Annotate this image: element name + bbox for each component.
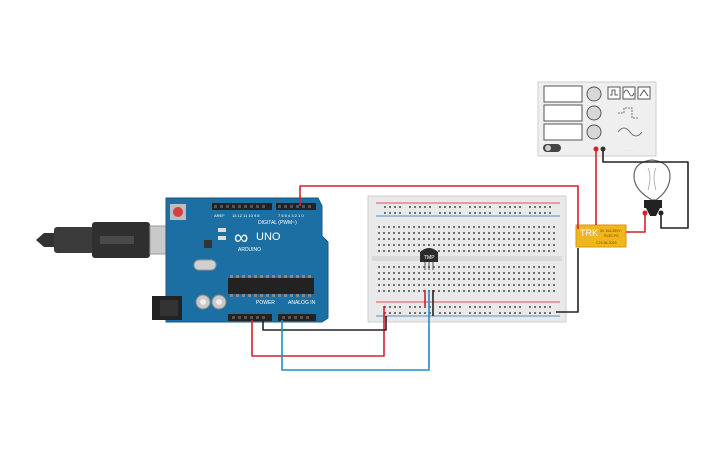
relay-spec: 3V 10A 250V~ bbox=[600, 229, 622, 233]
svg-text:13 12 11 10 9 8: 13 12 11 10 9 8 bbox=[232, 213, 260, 218]
wire-black-gnd bbox=[262, 316, 387, 331]
temperature-sensor[interactable]: TMP bbox=[420, 248, 438, 270]
function-generator[interactable]: - - - - - bbox=[537, 81, 657, 157]
wire-black-relay-gnd bbox=[556, 248, 579, 313]
reset-button-icon[interactable] bbox=[170, 204, 186, 220]
wire-red-bulb bbox=[626, 214, 646, 233]
power-jack-icon[interactable] bbox=[152, 296, 182, 320]
amplitude-knob[interactable] bbox=[586, 105, 602, 121]
wires[interactable] bbox=[251, 150, 689, 371]
analog-label: ANALOG IN bbox=[288, 300, 316, 306]
offset-knob[interactable] bbox=[586, 124, 602, 140]
sensor-label: TMP bbox=[424, 255, 435, 261]
frequency-knob[interactable] bbox=[586, 86, 602, 102]
relay-code: C29-56-3019 bbox=[596, 241, 616, 245]
power-switch[interactable] bbox=[543, 144, 561, 152]
triangle-wave-icon[interactable] bbox=[637, 86, 651, 100]
wire-red-power bbox=[251, 306, 385, 357]
relay-brand: TRK bbox=[580, 228, 598, 238]
arduino-model: UNO bbox=[256, 231, 281, 243]
digital-label: DIGITAL (PWM~) bbox=[258, 220, 297, 226]
arduino-logo: ∞ bbox=[234, 227, 248, 249]
power-label: POWER bbox=[256, 300, 275, 306]
svg-text:7 6 5 4 3 2 1 0: 7 6 5 4 3 2 1 0 bbox=[278, 213, 304, 218]
svg-text:- - - - -: - - - - - bbox=[625, 148, 633, 152]
sine-wave-icon[interactable] bbox=[622, 86, 636, 100]
arduino-board[interactable]: AREF 13 12 11 10 9 8 7 6 5 4 3 2 1 0 DIGI… bbox=[152, 197, 329, 323]
wire-black-generator bbox=[602, 150, 689, 229]
relay-part: 5V3S-PG bbox=[604, 234, 619, 238]
wire-red-signal bbox=[299, 185, 579, 229]
wire-blue-analog bbox=[281, 290, 430, 371]
terminal-negative[interactable] bbox=[600, 146, 606, 152]
breadboard[interactable] bbox=[367, 195, 567, 323]
breadboard-holes[interactable] bbox=[378, 206, 555, 314]
square-wave-icon[interactable] bbox=[607, 86, 621, 100]
relay[interactable]: TRK 3V 10A 250V~ 5V3S-PG C29-56-3019 bbox=[575, 224, 627, 248]
terminal-positive[interactable] bbox=[593, 146, 599, 152]
light-bulb-icon[interactable] bbox=[633, 159, 671, 216]
svg-text:AREF: AREF bbox=[214, 213, 225, 218]
usb-cable-icon[interactable] bbox=[36, 222, 181, 258]
arduino-brand: ARDUINO bbox=[238, 247, 261, 253]
